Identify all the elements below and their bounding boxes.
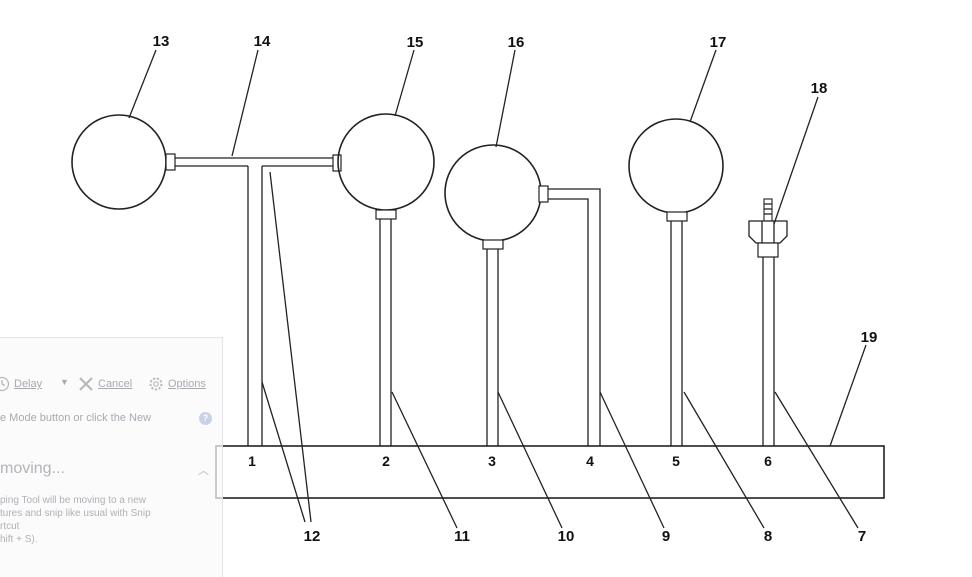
leader-12a [261, 381, 306, 523]
leader-8 [683, 391, 765, 529]
callout-19: 19 [861, 329, 878, 346]
reservoir-16 [444, 144, 542, 242]
leader-19 [829, 344, 867, 447]
fitting-18-collar [757, 242, 779, 258]
port-label-3: 3 [488, 453, 496, 469]
notice-body: ping Tool will be moving to a new tures … [0, 495, 151, 545]
leader-13 [128, 49, 157, 119]
callout-14: 14 [254, 33, 271, 50]
leader-9 [599, 391, 665, 529]
callout-17: 17 [710, 34, 727, 51]
fitting-18-nut [748, 220, 788, 244]
callout-7: 7 [858, 528, 866, 545]
fitting-13 [165, 153, 176, 171]
leader-18 [773, 96, 819, 225]
reservoir-15 [337, 113, 435, 211]
tube-port4-inner [548, 198, 589, 446]
leader-11 [391, 391, 458, 529]
leader-15 [394, 49, 415, 117]
instruction-text: e Mode button or click the New [0, 412, 152, 424]
callout-8: 8 [764, 528, 772, 545]
leader-7 [774, 391, 859, 529]
callout-16: 16 [508, 34, 525, 51]
port-label-1: 1 [248, 453, 256, 469]
callout-12: 12 [304, 528, 321, 545]
callout-18: 18 [811, 80, 828, 97]
cancel-button[interactable]: Cancel [78, 376, 132, 392]
leader-17 [689, 49, 717, 123]
port-label-5: 5 [672, 453, 680, 469]
close-icon [79, 377, 93, 391]
callout-9: 9 [662, 528, 670, 545]
leader-16 [495, 49, 516, 148]
options-label: Options [168, 378, 206, 390]
callout-10: 10 [558, 528, 575, 545]
port-label-4: 4 [586, 453, 594, 469]
fitting-15-bottom [375, 209, 397, 220]
callout-13: 13 [153, 33, 170, 50]
delay-label: Delay [14, 378, 43, 390]
options-button[interactable]: Options [148, 376, 206, 392]
fitting-16-side [538, 185, 549, 203]
fitting-17-bottom [666, 211, 688, 222]
fitting-16-bottom [482, 239, 504, 250]
chevron-up-icon[interactable]: ︿ [198, 465, 209, 477]
port-label-2: 2 [382, 453, 390, 469]
port-label-6: 6 [764, 453, 772, 469]
leader-10 [497, 391, 563, 529]
cancel-label: Cancel [98, 378, 133, 390]
callout-11: 11 [454, 528, 470, 545]
snipping-tool-window: Delay ▼ Cancel Options e Mode button or … [0, 337, 223, 577]
fitting-15-side [332, 154, 342, 172]
callout-15: 15 [407, 34, 424, 51]
fitting-18-stem [763, 198, 773, 222]
gear-icon [149, 377, 163, 391]
delay-button[interactable]: Delay [0, 376, 42, 392]
reservoir-13 [71, 114, 167, 210]
clock-icon [0, 376, 10, 392]
dropdown-arrow-icon[interactable]: ▼ [60, 377, 69, 387]
tube-port4-outer [548, 188, 601, 446]
base-block [215, 445, 885, 499]
leader-14 [231, 49, 259, 157]
leader-12b [269, 171, 312, 523]
reservoir-17 [628, 118, 724, 214]
notice-heading: moving... [0, 460, 65, 477]
help-icon[interactable]: ? [199, 412, 212, 425]
